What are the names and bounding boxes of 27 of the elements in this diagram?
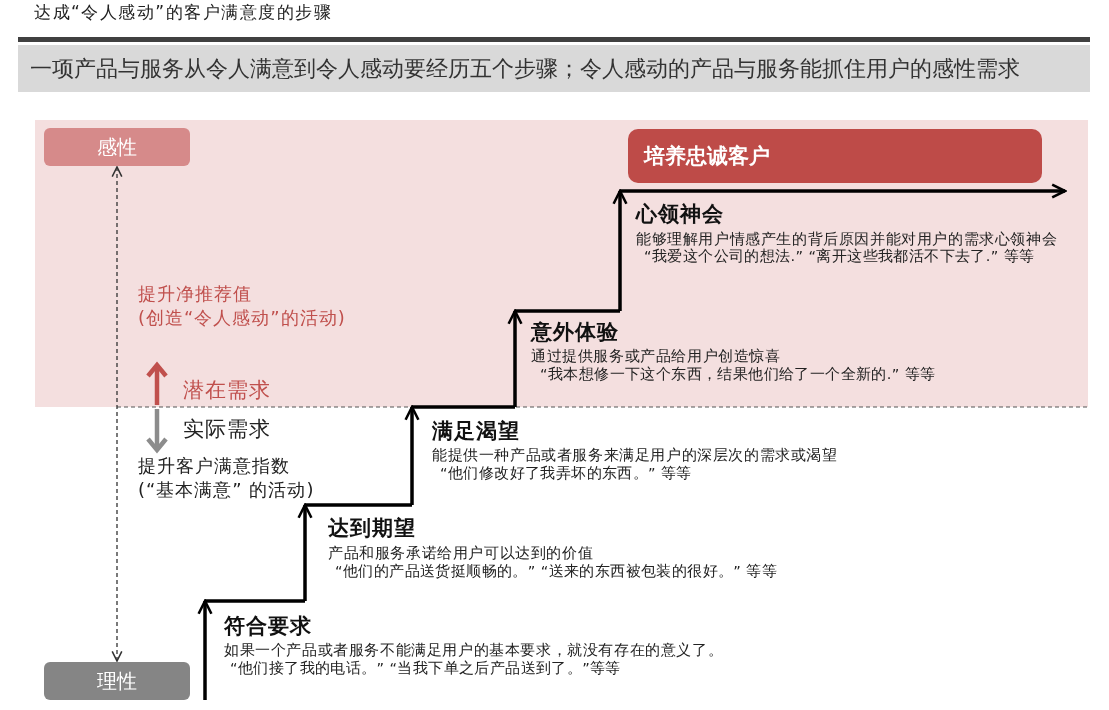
side-note: 提升客户满意指数 bbox=[138, 455, 290, 477]
need-label: 实际需求 bbox=[183, 417, 271, 443]
example-quote: “他们的产品送货挺顺畅的。” “送来的东西被包装的很好。” 等等 bbox=[335, 563, 778, 581]
category-tag: 理性 bbox=[44, 662, 190, 700]
page-title: 达成“令人感动”的客户满意度的步骤 bbox=[34, 1, 333, 24]
step-heading: 达到期望 bbox=[328, 516, 416, 542]
step-description: 如果一个产品或者服务不能满足用户的基本要求，就没有存在的意义了。 bbox=[224, 642, 724, 660]
step-description: 能提供一种产品或者服务来满足用户的深层次的需求或渴望 bbox=[432, 447, 838, 465]
side-note: 提升净推荐值 bbox=[138, 283, 252, 305]
step-heading: 满足渴望 bbox=[432, 419, 520, 445]
step-description: 产品和服务承诺给用户可以达到的价值 bbox=[328, 545, 594, 563]
category-tag: 感性 bbox=[44, 128, 190, 166]
side-note: (创造“令人感动”的活动) bbox=[138, 307, 346, 329]
example-quote: “他们修改好了我弄坏的东西。” 等等 bbox=[440, 465, 692, 483]
step-description: 通过提供服务或产品给用户创造惊喜 bbox=[531, 348, 781, 366]
goal-banner: 培养忠诚客户 bbox=[628, 129, 1042, 183]
need-label: 潜在需求 bbox=[183, 378, 271, 404]
step-description: 能够理解用户情感产生的背后原因并能对用户的需求心领神会 bbox=[636, 231, 1058, 248]
dashed-arrow bbox=[111, 166, 123, 662]
step-heading: 意外体验 bbox=[531, 320, 619, 346]
example-quote: “他们接了我的电话。” “当我下单之后产品送到了。”等等 bbox=[230, 660, 621, 678]
example-quote: “我爱这个公司的想法.” “离开这些我都活不下去了.” 等等 bbox=[644, 248, 1035, 266]
step-heading: 符合要求 bbox=[224, 614, 312, 640]
subtitle-banner: 一项产品与服务从令人满意到令人感动要经历五个步骤；令人感动的产品与服务能抓住用户的感性需求 bbox=[18, 45, 1090, 92]
example-quote: “我本想修一下这个东西，结果他们给了一个全新的.” 等等 bbox=[540, 366, 936, 384]
step-heading: 心领神会 bbox=[636, 202, 724, 228]
side-note: (“基本满意” 的活动) bbox=[138, 479, 315, 501]
